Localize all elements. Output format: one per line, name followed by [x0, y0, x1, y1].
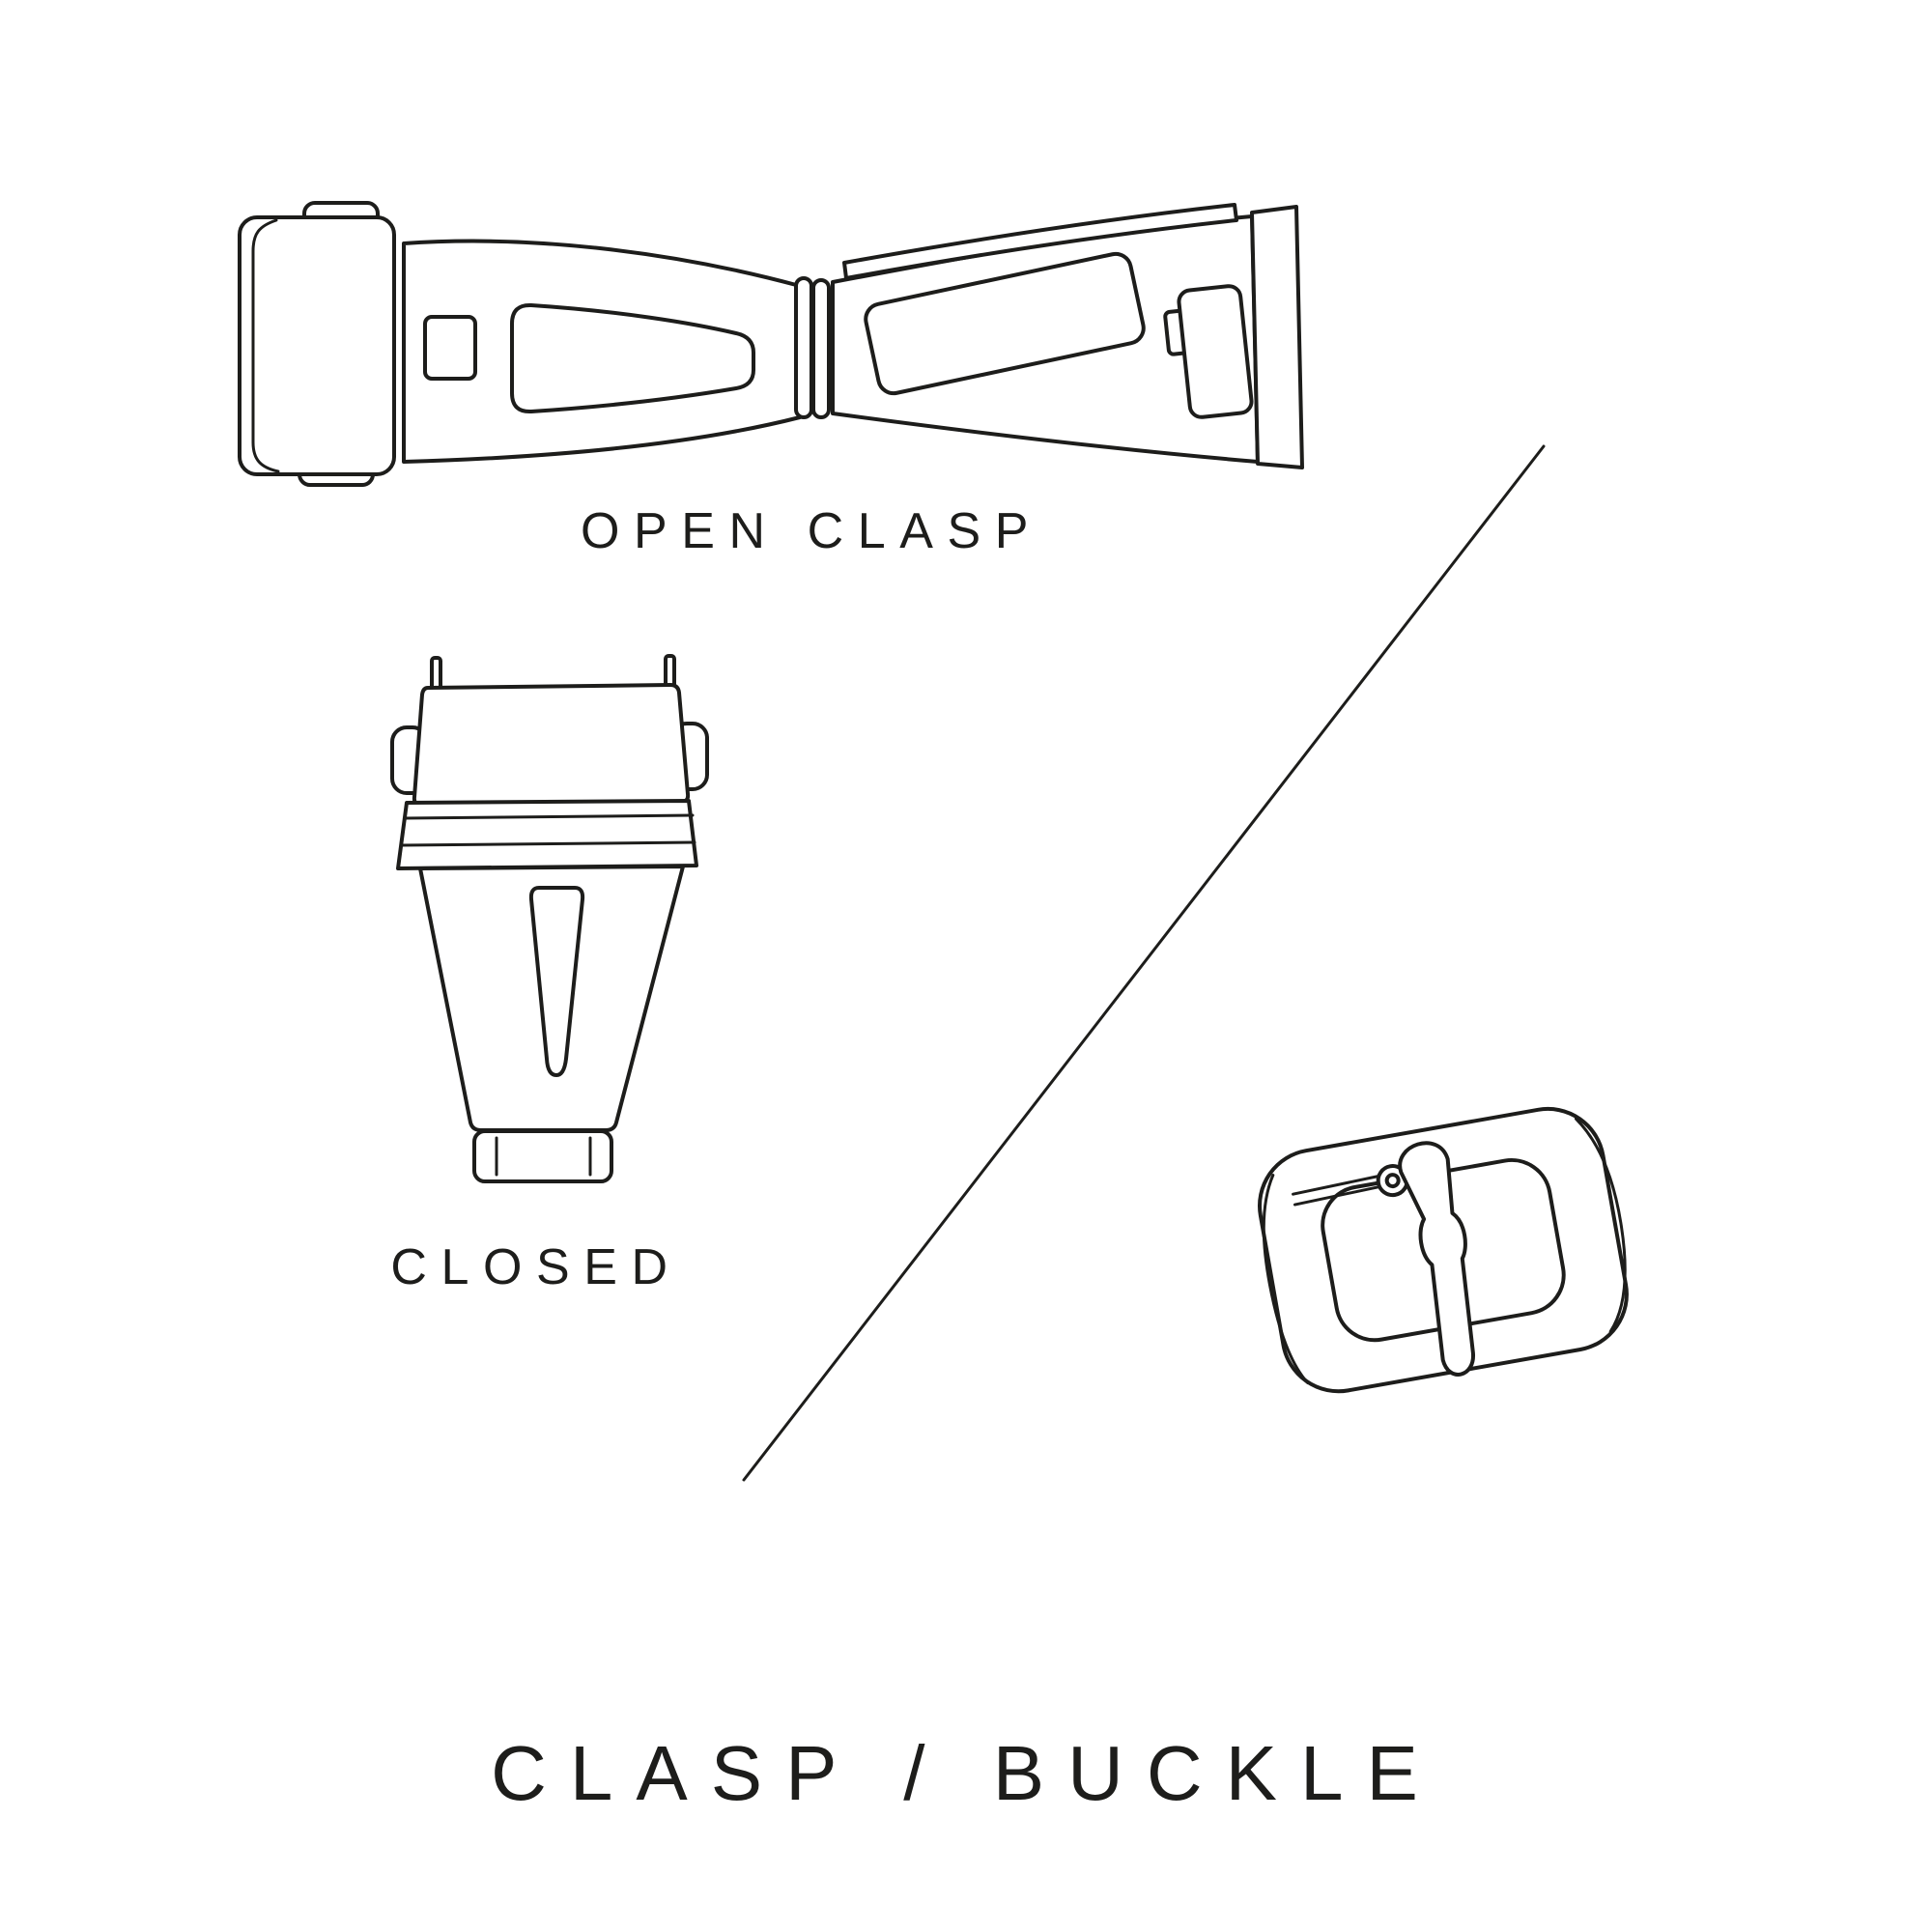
- open-clasp-left-arm: [402, 239, 802, 464]
- hinge-bar-2: [811, 278, 831, 419]
- closed-band-line-2: [400, 840, 696, 847]
- left-link-body: [238, 215, 396, 476]
- open-clasp-label: OPEN CLASP: [581, 503, 1042, 559]
- open-clasp-hinge: [794, 276, 831, 419]
- right-end-plate: [1250, 205, 1304, 469]
- right-latch-box: [1177, 284, 1254, 419]
- buckle-tongue-loop-inner: [1384, 1173, 1401, 1189]
- closed-clasp-label: CLOSED: [390, 1239, 682, 1295]
- buckle: [1258, 1106, 1629, 1394]
- buckle-right-thickness-line: [1574, 1117, 1627, 1333]
- buckle-axle-bottom: [1293, 1184, 1382, 1207]
- tang-buckle-illustration: [1258, 1106, 1629, 1394]
- open-clasp-left-link: [238, 201, 396, 487]
- left-arm-notch: [423, 315, 477, 381]
- closed-slot: [528, 886, 585, 1077]
- buckle-axle-top: [1292, 1175, 1380, 1196]
- buckle-tongue: [1398, 1141, 1475, 1377]
- closed-clasp: [390, 654, 709, 1183]
- closed-foot: [472, 1129, 613, 1183]
- closed-clasp-illustration: [390, 654, 709, 1183]
- page-title: CLASP / BUCKLE: [491, 1730, 1441, 1816]
- right-arm-cutout: [864, 251, 1146, 396]
- open-clasp-right-arm: [831, 203, 1304, 469]
- left-link-fold-line: [251, 218, 280, 473]
- open-clasp-illustration: [238, 201, 1304, 487]
- closed-band-line-1: [403, 813, 695, 820]
- buckle-left-thickness-line: [1262, 1174, 1310, 1385]
- divider-line: [742, 444, 1546, 1482]
- right-arm-top-strip: [842, 203, 1238, 280]
- left-arm-cutout: [510, 302, 755, 414]
